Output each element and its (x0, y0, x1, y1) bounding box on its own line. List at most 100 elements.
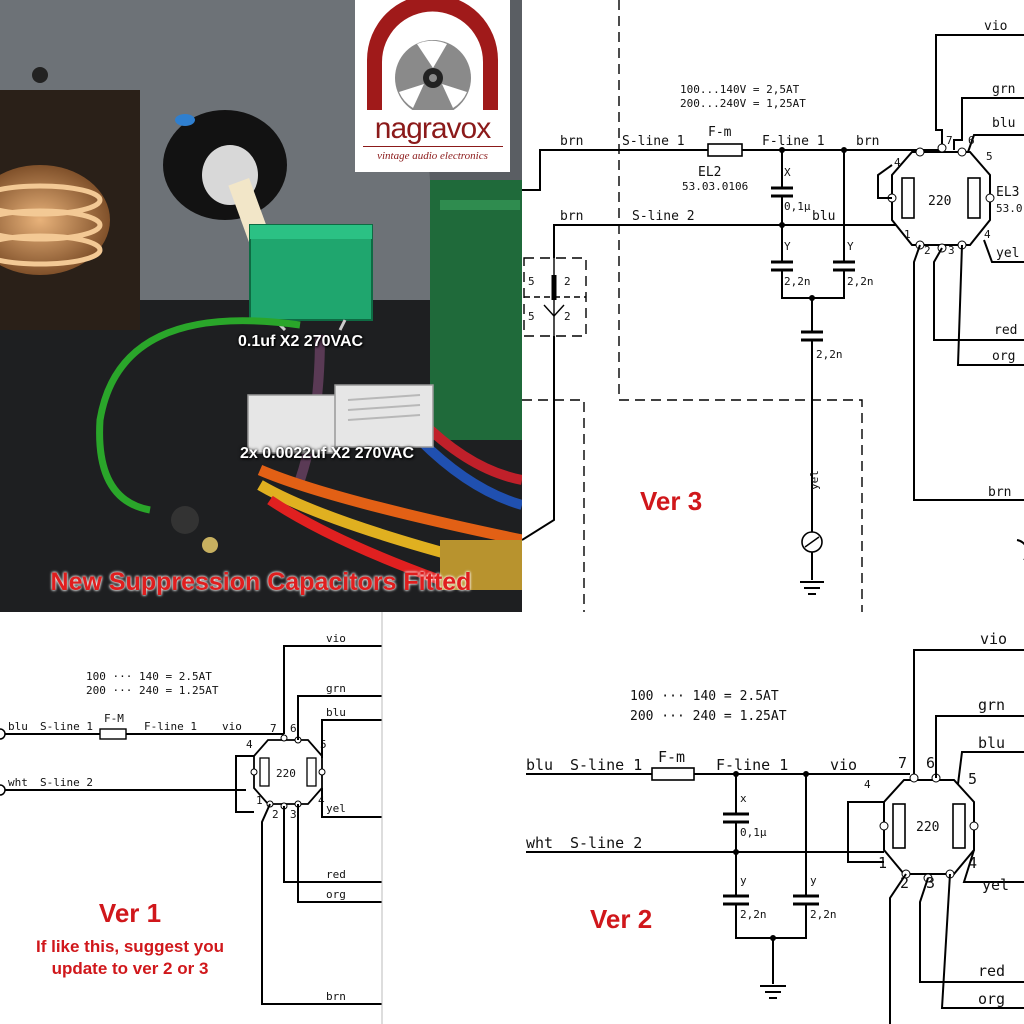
schematic-ver1: 100 ··· 140 = 2.5AT 200 ··· 240 = 1.25AT… (0, 612, 390, 1024)
ver3-wire-brn-1: brn (560, 134, 583, 149)
ver2-wire-wht: wht (526, 834, 553, 852)
ver1-switch-220: 220 (276, 767, 296, 780)
ver2-fuse-rating-2: 200 ··· 240 = 1.25AT (630, 709, 787, 724)
brand-logo: nagravox vintage audio electronics (355, 0, 510, 172)
ver1-pin-2: 2 (272, 808, 279, 821)
ver3-cap-y-val: 2,2n (784, 275, 811, 288)
svg-text:2,2n: 2,2n (810, 908, 837, 921)
ver3-wire-grn: grn (992, 82, 1015, 97)
ver3-pin-3: 3 (948, 244, 955, 257)
ver2-pin-4: 4 (864, 778, 871, 791)
ver3-voltage-selector: 220 (887, 143, 995, 253)
ver3-wire-org: org (992, 349, 1015, 364)
ver1-pin-6: 6 (290, 722, 297, 735)
ver3-conn-5b: 5 (528, 310, 535, 323)
spring-coil (0, 165, 110, 275)
white-capacitors (247, 384, 434, 454)
ver3-fuse-rating-1: 100...140V = 2,5AT (680, 83, 800, 96)
ver2-cap-x-val: 0,1μ (740, 826, 767, 839)
ver2-cap-y: y (740, 874, 747, 887)
ver2-f-line-1: F-line 1 (716, 756, 788, 774)
ver2-fuse-rating-1: 100 ··· 140 = 2.5AT (630, 689, 779, 704)
ver2-switch-220: 220 (916, 820, 939, 835)
cap-label-white: 2x 0.0022uf X2 270VAC (240, 445, 415, 462)
ver3-s-line-1: S-line 1 (622, 134, 685, 149)
ver2-voltage-selector: 220 (879, 773, 979, 883)
ver2-cap-x: x (740, 792, 747, 805)
ver3-pin-4b: 4 (984, 228, 991, 241)
ver1-wire-red: red (326, 868, 346, 881)
ver2-pin-2: 2 (900, 874, 909, 892)
ver3-fuse-rating-2: 200...240V = 1,25AT (680, 97, 806, 110)
ver2-wire-vio-in: vio (830, 756, 857, 774)
ver3-pin-6: 6 (968, 134, 975, 147)
ver1-wire-brn: brn (326, 990, 346, 1003)
ver3-el2: EL2 (698, 165, 721, 180)
ver1-wire-grn: grn (326, 682, 346, 695)
ver1-wire-wht: wht (8, 776, 28, 789)
ver2-wire-vio: vio (980, 630, 1007, 648)
ver3-wire-blu-cap: blu (812, 209, 835, 224)
ver3-switch-220: 220 (928, 194, 951, 209)
ver3-cap-y: Y (784, 240, 791, 253)
schematic-ver2: 100 ··· 140 = 2.5AT 200 ··· 240 = 1.25AT… (390, 612, 1024, 1024)
ver1-fuse-rating-1: 100 ··· 140 = 2.5AT (86, 670, 212, 683)
ver2-wire-org: org (978, 990, 1005, 1008)
ver3-wire-red: red (994, 323, 1017, 338)
ver1-wire-org: org (326, 888, 346, 901)
ver3-pin-2: 2 (924, 244, 931, 257)
ver3-el3: EL3 (996, 185, 1019, 200)
ver2-fuse-label: F-m (658, 748, 685, 766)
ver1-pin-3: 3 (290, 808, 297, 821)
ver1-voltage-selector: 220 (250, 734, 326, 810)
ver3-fuse-symbol (707, 143, 743, 157)
ver3-pin-4: 4 (894, 156, 901, 169)
ver2-pin-5: 5 (968, 770, 977, 788)
ver3-wire-yel-ground: yel (808, 470, 821, 490)
ver3-cap-x-val: 0,1μ (784, 200, 811, 213)
green-capacitor (249, 224, 373, 332)
svg-text:2,2n: 2,2n (847, 275, 874, 288)
ver3-enclosure-boundary (618, 0, 863, 612)
logo-tagline: vintage audio electronics (377, 150, 488, 162)
ver3-wire-blu: blu (992, 116, 1015, 131)
ver3-cap-x: X (784, 166, 791, 179)
ver1-pin-4: 4 (246, 738, 253, 751)
ver2-pin-3: 3 (926, 874, 935, 892)
ver1-fuse-rating-2: 200 ··· 240 = 1.25AT (86, 684, 219, 697)
ver1-wire-blu-r: blu (326, 706, 346, 719)
ver3-conn-2b: 2 (564, 310, 571, 323)
ver2-fuse-symbol (651, 767, 695, 781)
ver3-wire-brn-4: brn (988, 485, 1011, 500)
green-wire (96, 317, 301, 514)
cap-label-green: 0.1uf X2 270VAC (238, 333, 364, 350)
ver3-wire-brn-3: brn (560, 209, 583, 224)
ver2-pin-7: 7 (898, 754, 907, 772)
ver2-title: Ver 2 (590, 904, 653, 934)
logo-name: nagravox (374, 112, 491, 145)
ver3-title: Ver 3 (640, 486, 703, 516)
ver2-wire-grn: grn (978, 696, 1005, 714)
ver2-wire-yel: yel (982, 876, 1009, 894)
ver1-wire-yel: yel (326, 802, 346, 815)
ver2-s-line-2: S-line 2 (570, 834, 642, 852)
ver1-wire-blu: blu (8, 720, 28, 733)
ver2-wire-blu-r: blu (978, 734, 1005, 752)
photo-panel: nagravox vintage audio electronics 0.1uf… (0, 0, 522, 612)
ver3-pin-5: 5 (986, 150, 993, 163)
photo-caption: New Suppression Capacitors Fitted (50, 568, 472, 596)
ver1-pin-5: 5 (320, 738, 327, 751)
schematic-ver3: 5 2 5 2 100...140V = 2,5AT 200...240V = … (522, 0, 1024, 612)
ver2-pin-4b: 4 (968, 854, 977, 872)
ver3-s-line-2: S-line 2 (632, 209, 695, 224)
ver3-pin-1: 1 (904, 228, 911, 241)
fuse-holder (163, 110, 287, 242)
ver1-pin-7: 7 (270, 722, 277, 735)
tape-reel-icon (367, 0, 498, 110)
ver1-s-line-1: S-line 1 (40, 720, 93, 733)
svg-text:Y: Y (847, 240, 854, 253)
ver1-pin-1: 1 (256, 794, 263, 807)
ver3-conn-2a: 2 (564, 275, 571, 288)
ver3-pin-7: 7 (946, 134, 953, 147)
ver3-conn-5a: 5 (528, 275, 535, 288)
